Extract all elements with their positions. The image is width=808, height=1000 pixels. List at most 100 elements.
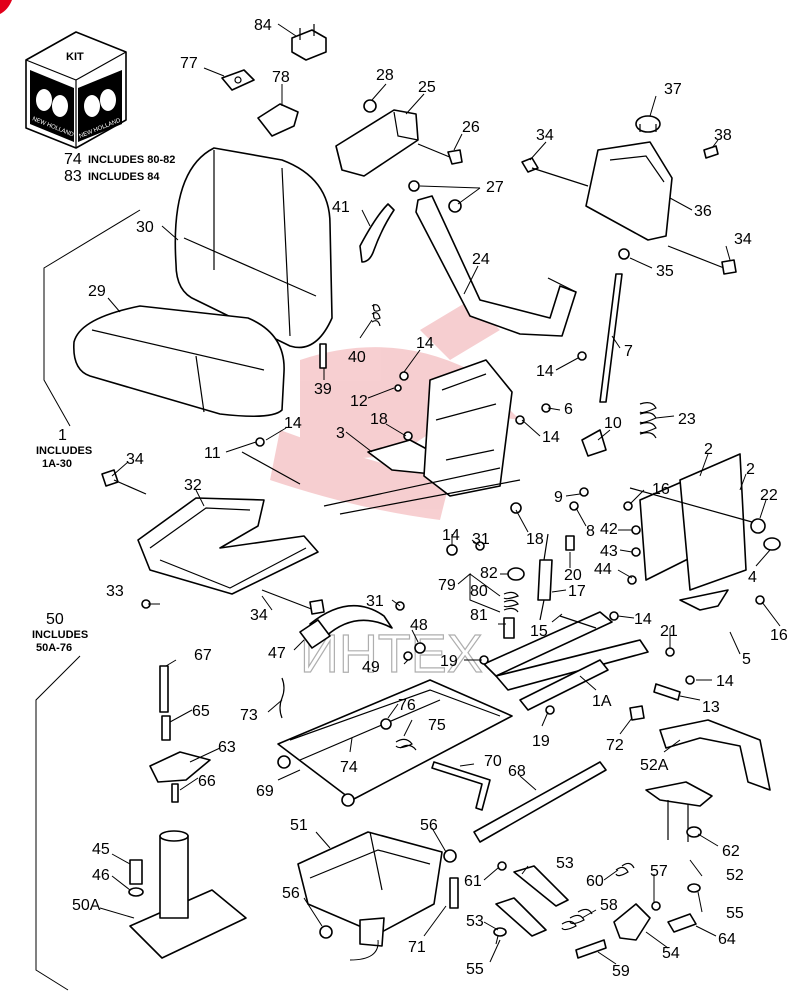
callout-43: 43	[600, 543, 618, 560]
callout-19-b: 19	[532, 733, 550, 750]
part-52-bracket	[645, 781, 713, 842]
part-20-pin	[565, 535, 575, 551]
part-15-link	[559, 615, 597, 629]
callout-49: 49	[362, 659, 380, 676]
part-26-bolt	[417, 143, 463, 165]
part-3-seat-frame	[323, 359, 521, 515]
part-39-pin	[319, 343, 327, 369]
kit-note-83-num: 83	[64, 168, 82, 185]
callout-28: 28	[376, 67, 394, 84]
callout-59: 59	[612, 963, 630, 980]
callout-36: 36	[694, 203, 712, 220]
callout-26: 26	[462, 119, 480, 136]
part-55-bushing-right	[687, 883, 701, 893]
seat-group-line2: 1A-30	[42, 458, 72, 470]
callout-2-a: 2	[704, 441, 713, 458]
callout-42: 42	[600, 521, 618, 538]
callout-15: 15	[530, 623, 548, 640]
kit-box: KIT NEW HOLLAND NEW HOLLAND 74 INCLUDES …	[25, 31, 175, 185]
callout-22: 22	[760, 487, 778, 504]
callout-6: 6	[564, 401, 573, 418]
callout-65: 65	[192, 703, 210, 720]
callout-53-b: 53	[466, 913, 484, 930]
callout-63: 63	[218, 739, 236, 756]
callout-13: 13	[702, 699, 720, 716]
callout-71: 71	[408, 939, 426, 956]
base-group-line1: INCLUDES	[32, 629, 88, 641]
callout-39: 39	[314, 381, 332, 398]
callout-84: 84	[254, 17, 272, 34]
callout-34-left: 34	[126, 451, 144, 468]
part-82-cap	[507, 567, 525, 581]
callout-41: 41	[332, 199, 350, 216]
part-61-screw	[497, 861, 507, 871]
part-37-knob	[635, 115, 661, 133]
part-67-rod	[159, 665, 169, 713]
callout-14-d: 14	[542, 429, 560, 446]
callout-25: 25	[418, 79, 436, 96]
part-64-handle-grip	[667, 913, 697, 933]
part-41-strap	[359, 203, 395, 263]
seat-group-num: 1	[58, 427, 67, 444]
base-group-num: 50	[46, 611, 64, 628]
callout-10: 10	[604, 415, 622, 432]
part-34-screw-right	[667, 245, 737, 275]
callout-55-b: 55	[466, 961, 484, 978]
callout-57: 57	[650, 863, 668, 880]
callout-4: 4	[748, 569, 757, 586]
callout-16-b: 16	[770, 627, 788, 644]
callout-82: 82	[480, 565, 498, 582]
callout-80: 80	[470, 583, 488, 600]
part-36-shroud	[585, 141, 673, 241]
part-84-connector	[291, 24, 327, 61]
base-group-bracket: 50 INCLUDES 50A-76	[32, 611, 88, 991]
leader-lines	[99, 23, 781, 965]
callout-21: 21	[660, 623, 678, 640]
part-81-sleeve	[503, 617, 515, 639]
part-25-armrest	[335, 109, 419, 177]
callout-72: 72	[606, 737, 624, 754]
part-1A-scissor-arms	[483, 611, 649, 711]
part-28-nut	[363, 99, 377, 113]
callout-17: 17	[568, 583, 586, 600]
callout-8: 8	[586, 523, 595, 540]
callout-23: 23	[678, 411, 696, 428]
part-76-washer	[380, 718, 392, 730]
part-52A-bracket	[659, 719, 771, 791]
callout-73: 73	[240, 707, 258, 724]
part-24-armrest-bracket	[415, 195, 577, 337]
callout-56-b: 56	[282, 885, 300, 902]
callout-5: 5	[742, 651, 751, 668]
callout-31-a: 31	[472, 531, 490, 548]
callout-56-a: 56	[420, 817, 438, 834]
callouts: 84 77 78 28 25 26 27 34 37 38 36 34 35 3…	[72, 17, 788, 980]
callout-66: 66	[198, 773, 216, 790]
part-34-screw-left	[101, 469, 147, 495]
part-11-rod	[241, 451, 301, 485]
part-66-pin	[171, 783, 179, 803]
part-22-bushing	[750, 518, 766, 534]
callout-18-a: 18	[370, 411, 388, 428]
corner-mark	[0, 0, 12, 14]
callout-79: 79	[438, 577, 456, 594]
callout-54: 54	[662, 945, 680, 962]
callout-14-e: 14	[442, 527, 460, 544]
base-group-line2: 50A-76	[36, 642, 72, 654]
kit-note-83-text: INCLUDES 84	[88, 171, 160, 183]
seat-group-line1: INCLUDES	[36, 445, 92, 457]
kit-note-74-text: INCLUDES 80-82	[88, 154, 175, 166]
part-72-clip	[629, 705, 645, 721]
part-56-roller-b	[319, 925, 333, 939]
part-62-bushing	[686, 826, 702, 838]
part-71-pin	[449, 877, 459, 909]
callout-70: 70	[484, 753, 502, 770]
part-50A-pedestal	[129, 830, 247, 959]
callout-35: 35	[656, 263, 674, 280]
callout-31-b: 31	[366, 593, 384, 610]
callout-48: 48	[410, 617, 428, 634]
callout-68: 68	[508, 763, 526, 780]
part-49-nut	[403, 651, 413, 661]
callout-34-mid: 34	[250, 607, 268, 624]
part-77-plate	[221, 69, 255, 91]
